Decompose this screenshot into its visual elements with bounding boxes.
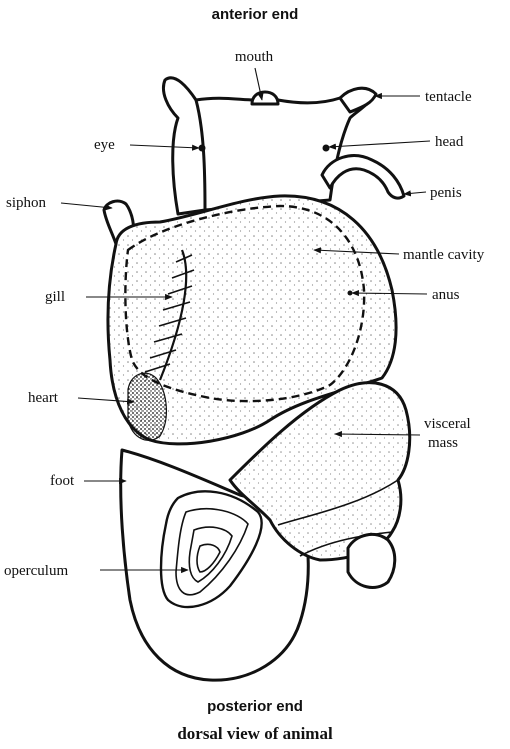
label-penis: penis [430,185,462,201]
label-siphon: siphon [6,195,47,211]
caption: dorsal view of animal [177,724,333,743]
label-head: head [435,134,464,150]
label-visceral-line1: visceral [424,416,471,432]
label-visceral-line2: mass [428,435,458,451]
label-mantle-cavity: mantle cavity [403,247,485,263]
label-tentacle: tentacle [425,89,472,105]
penis-shape [322,156,404,198]
label-gill: gill [45,289,65,305]
label-mouth: mouth [235,49,274,65]
head-shape [196,92,372,210]
label-foot: foot [50,473,75,489]
anterior-end-title: anterior end [212,6,299,23]
label-heart: heart [28,390,59,406]
label-operculum: operculum [4,563,68,579]
label-eye: eye [94,137,115,153]
posterior-end-title: posterior end [207,698,303,715]
label-anus: anus [432,287,460,303]
